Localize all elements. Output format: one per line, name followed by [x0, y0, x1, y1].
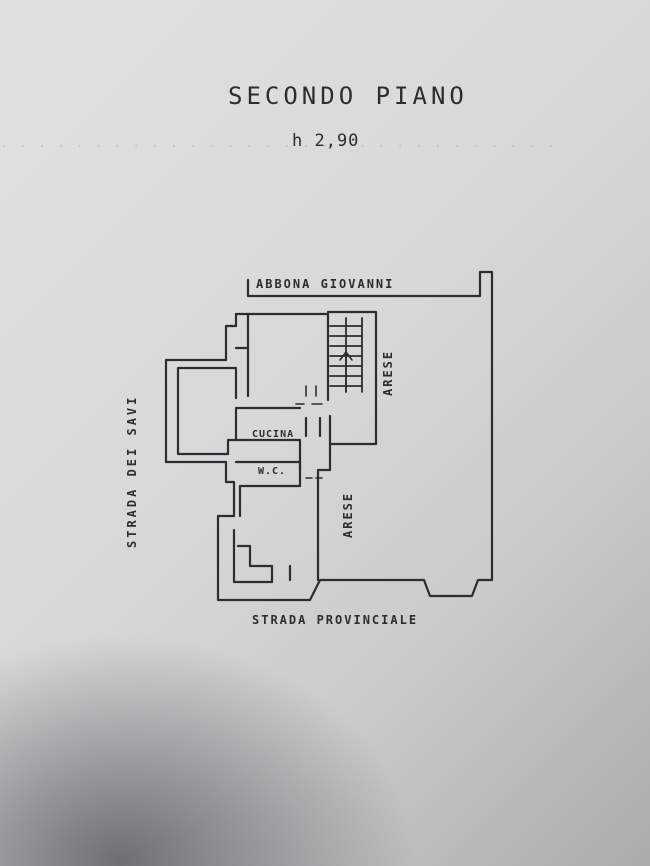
label-west: STRADA DEI SAVI	[125, 395, 139, 548]
label-kitchen: CUCINA	[252, 429, 294, 440]
label-north: ABBONA GIOVANNI	[256, 277, 394, 291]
corridor-east-wall	[316, 442, 332, 582]
stairwell	[326, 310, 378, 446]
label-wc: W.C.	[258, 466, 286, 477]
upper-room-walls	[234, 312, 330, 402]
label-east-lower: ARESE	[341, 492, 355, 538]
label-south: STRADA PROVINCIALE	[252, 613, 418, 627]
label-east-upper: ARESE	[381, 350, 395, 396]
lower-room	[232, 528, 292, 584]
